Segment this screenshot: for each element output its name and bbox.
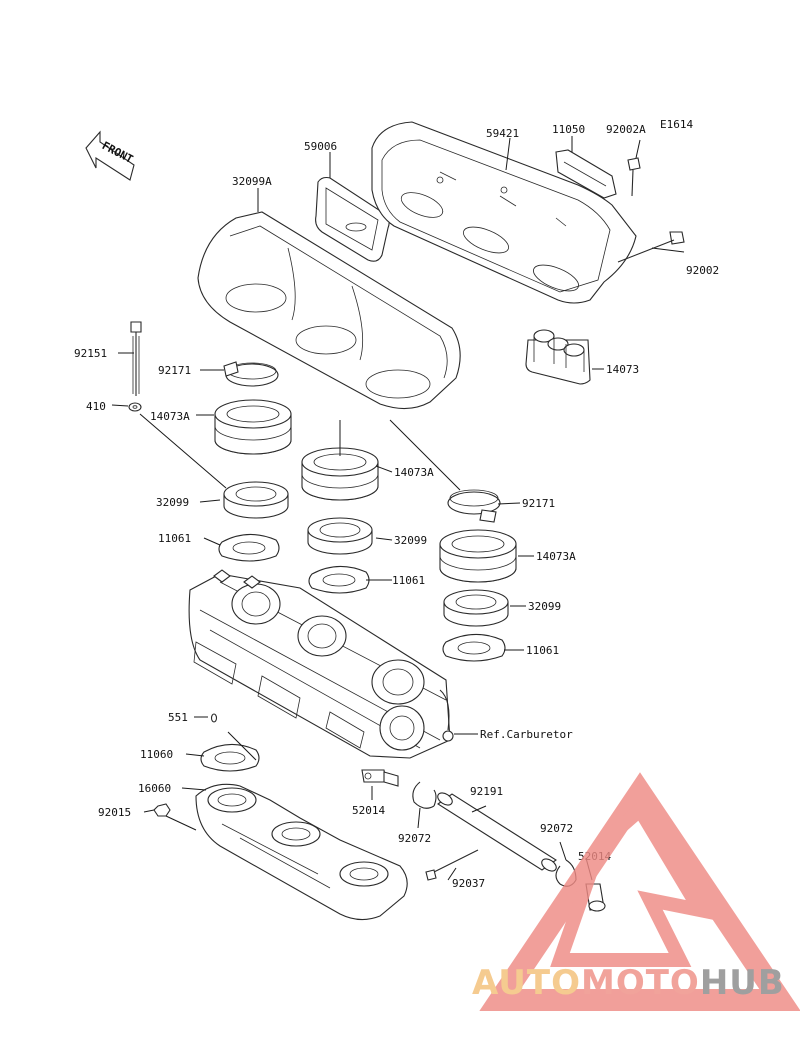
clamp-92171-lower [447,489,501,523]
callout-11061-middle: 11061 [392,574,425,587]
callout-551: 551 [168,711,188,724]
watermark-hub: HUB [700,963,785,1003]
bolt-92002 [617,231,685,263]
airbox-cover-59421 [371,121,637,304]
callout-14073A-right: 14073A [536,550,576,563]
callout-11061-right: 11061 [526,644,559,657]
callout-92072-lower: 92072 [540,822,573,835]
callout-52014-upper: 52014 [352,804,385,817]
callout-14073A-middle: 14073A [394,466,434,479]
watermark-inner-mark [550,799,715,967]
clamp-92171-upper [223,361,279,387]
manifold-16060 [195,783,408,921]
callout-32099-left: 32099 [156,496,189,509]
callout-11050: 11050 [552,123,585,136]
airbox-case-32099A [197,211,461,410]
coupler-14073A-right [439,529,517,583]
callout-92002: 92002 [686,264,719,277]
watermark-logo: AUTOMOTOHUB [472,772,800,1011]
carburetor-assembly [188,569,454,759]
intake-duct-14073 [525,329,591,385]
callout-14073A-left: 14073A [150,410,190,423]
hose-92191 [437,792,557,872]
clamp-92072-upper [412,781,437,809]
watermark-auto: AUTO [472,963,581,1003]
gasket-11060 [200,743,260,772]
callout-92015: 92015 [98,806,131,819]
callout-410: 410 [86,400,106,413]
callout-32099-middle: 32099 [394,534,427,547]
bolt-92151 [130,321,142,396]
gasket-59006 [315,176,390,262]
callouts: 59006 59421 11050 92002A 32099A 92002 92… [74,123,719,890]
washer-410 [128,402,142,412]
callout-92072-upper: 92072 [398,832,431,845]
callout-32099-right: 32099 [528,600,561,613]
nut-92015 [153,803,171,817]
adapter-32099-left [223,481,289,519]
callout-92191: 92191 [470,785,503,798]
gasket-11061-left [218,533,280,562]
callout-ref-carburetor: Ref.Carburetor [480,728,573,741]
fitting-52014-upper [361,769,399,787]
bolt-92002A [627,157,641,197]
front-arrow-icon: FRONT [85,130,136,181]
callout-16060: 16060 [138,782,171,795]
adapter-32099-right [443,589,509,627]
gasket-11061-right [442,633,506,662]
callout-59006: 59006 [304,140,337,153]
watermark-triangle [479,772,800,1011]
adapter-32099-middle [307,517,373,555]
gasket-11061-middle [308,565,370,594]
callout-59421: 59421 [486,127,519,140]
callout-92002A: 92002A [606,123,646,136]
diagram-code: E1614 [660,118,693,131]
callout-11060: 11060 [140,748,173,761]
bracket-11050 [555,149,617,199]
plug-551 [210,713,218,723]
callout-92037: 92037 [452,877,485,890]
callout-92171-upper: 92171 [158,364,191,377]
coupler-14073A-middle [301,447,379,501]
callout-11061-left: 11061 [158,532,191,545]
tie-92037 [425,849,479,881]
callout-92171-lower: 92171 [522,497,555,510]
callout-92151: 92151 [74,347,107,360]
callout-32099A: 32099A [232,175,272,188]
watermark-text: AUTOMOTOHUB [472,963,785,1003]
coupler-14073A-left [214,399,292,455]
watermark-moto: MOTO [581,963,700,1003]
callout-14073: 14073 [606,363,639,376]
